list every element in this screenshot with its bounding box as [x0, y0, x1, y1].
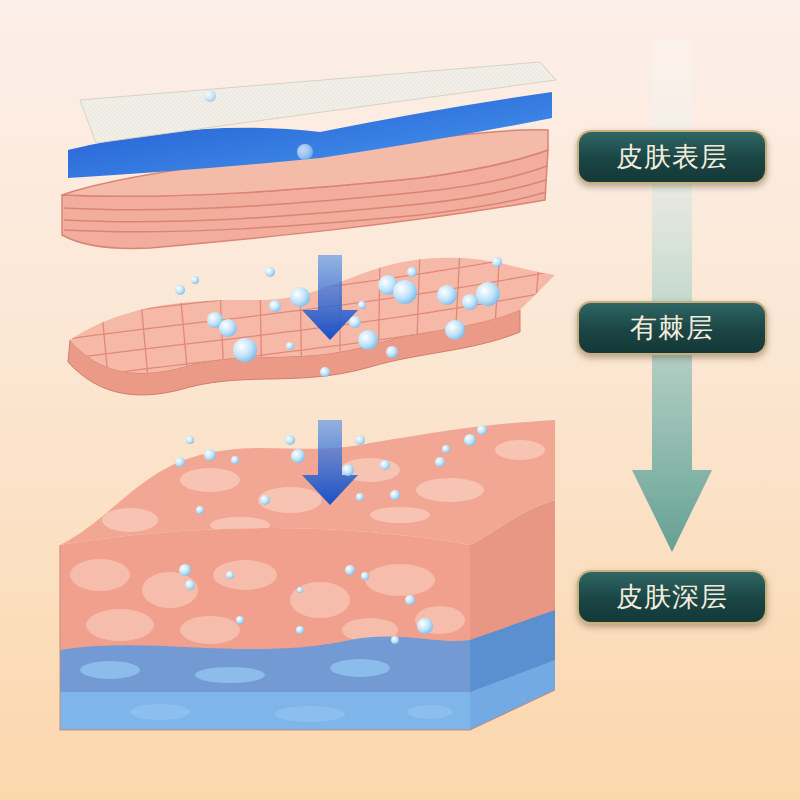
label-pill: 皮肤表层: [577, 130, 767, 184]
layer-label: 有棘层: [630, 310, 714, 346]
layer-label: 皮肤表层: [616, 139, 728, 175]
layer-label: 皮肤深层: [616, 579, 728, 615]
label-pill: 皮肤深层: [577, 570, 767, 624]
label-pill: 有棘层: [577, 301, 767, 355]
